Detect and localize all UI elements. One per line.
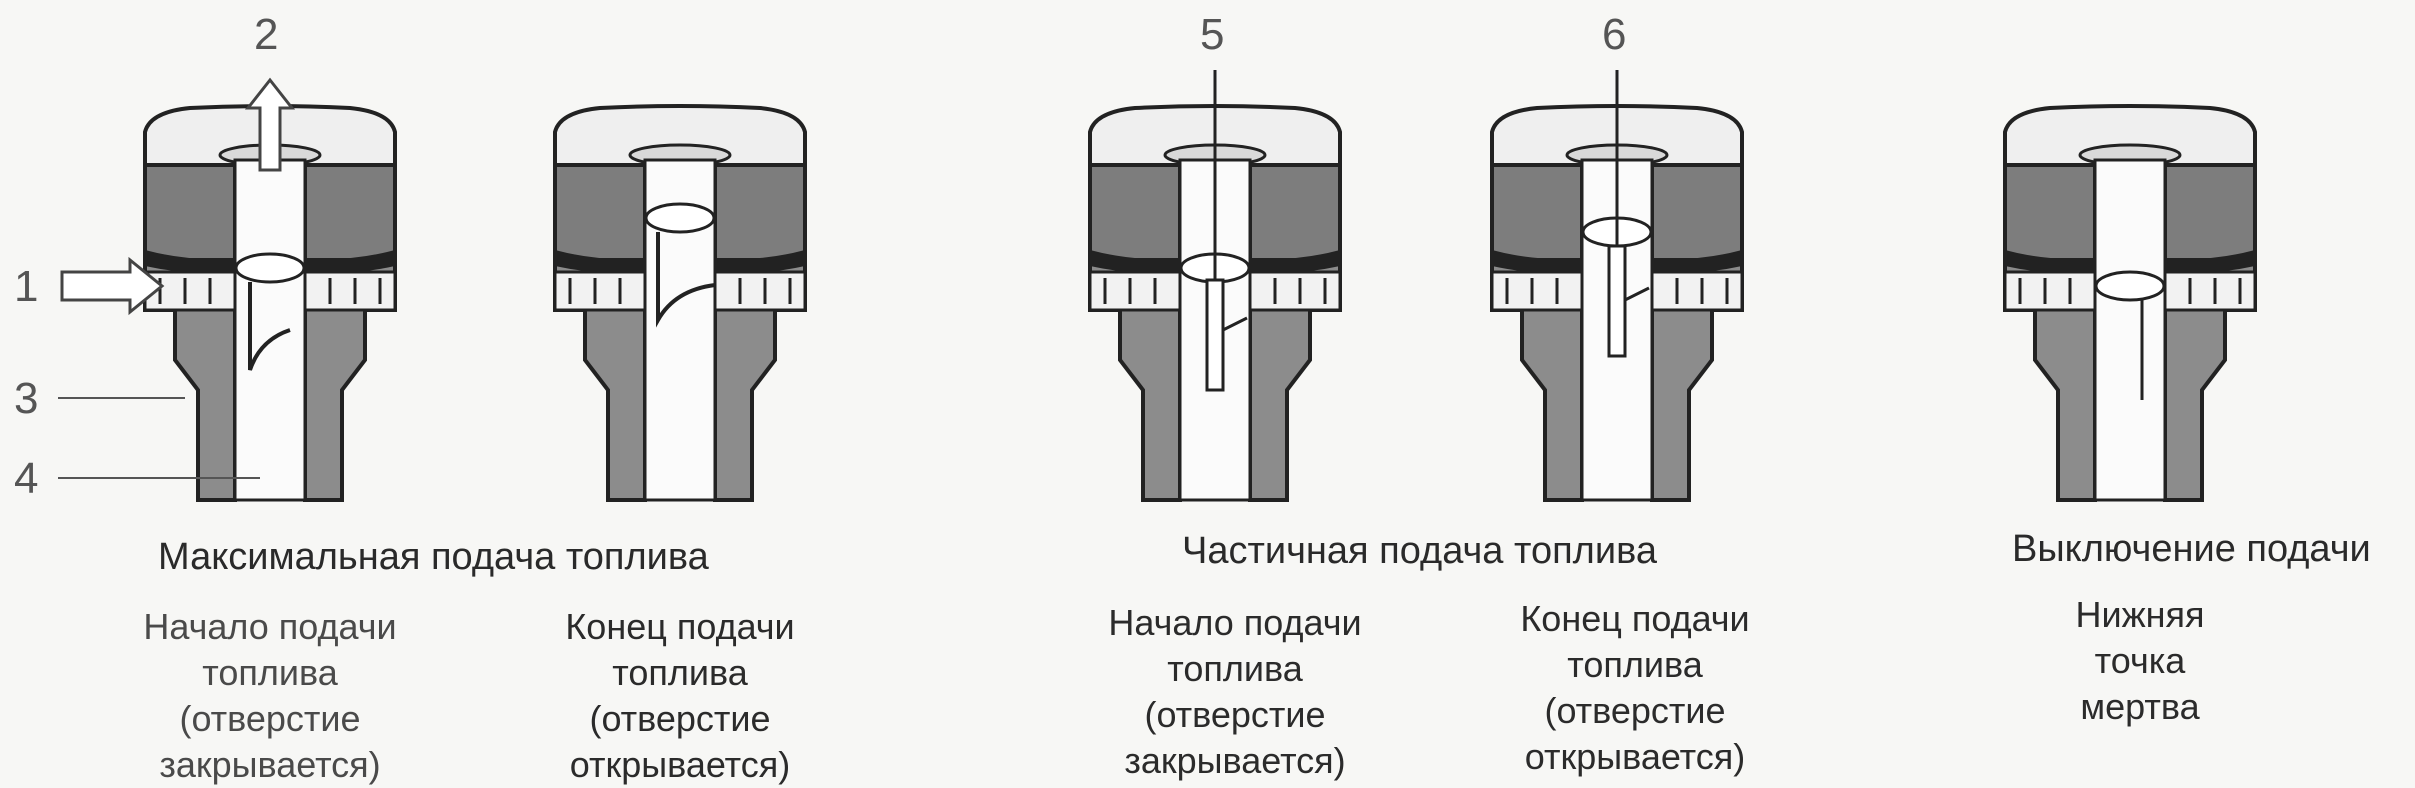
caption-max-end: Конец подачи топлива (отверстие открывае…: [565, 606, 795, 785]
barrel-partial-end: [1490, 70, 1744, 502]
outlet-arrow-icon: [244, 77, 296, 172]
inlet-arrow-icon: [60, 256, 165, 316]
caption-partial-end: Конец подачи топлива (отверстие открывае…: [1520, 598, 1750, 777]
label-number-5: 5: [1200, 10, 1225, 59]
label-number-4: 4: [14, 454, 39, 503]
label-number-3: 3: [14, 374, 39, 423]
caption-cutoff-bdc: Нижняя точка мертва: [2075, 594, 2205, 727]
caption-max-start: Начало подачи топлива (отверстие закрыва…: [143, 606, 397, 785]
label-number-2: 2: [254, 10, 279, 59]
barrel-max-start: [143, 104, 397, 502]
barrel-cutoff: [2003, 104, 2257, 502]
label-number-6: 6: [1602, 10, 1627, 59]
barrel-max-end: [553, 104, 807, 502]
caption-partial-start: Начало подачи топлива (отверстие закрыва…: [1108, 602, 1362, 781]
group-title-partial: Частичная подача топлива: [1182, 530, 1657, 572]
group-title-max: Максимальная подача топлива: [158, 536, 709, 578]
barrel-partial-start: [1088, 70, 1342, 502]
label-number-1: 1: [14, 262, 39, 311]
group-title-cutoff: Выключение подачи: [2012, 528, 2371, 570]
